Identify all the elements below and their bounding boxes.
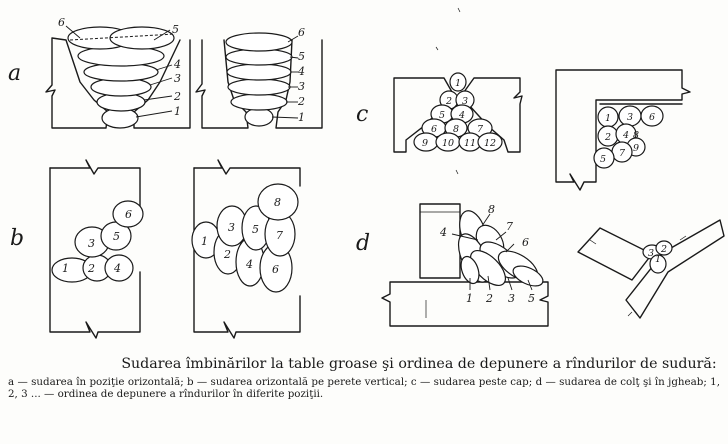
bead-number: 2 [87,262,95,275]
bead-number: 4 [297,65,305,78]
bead-number: 3 [627,112,633,123]
bead-number: 2 [660,244,667,255]
bead-number: 11 [464,138,476,149]
bead-number: 4 [245,258,253,271]
panel-b-right: 1 2 3 4 5 6 7 8 [191,159,301,339]
bead-number: 3 [298,80,305,93]
bead-number: 1 [455,78,461,89]
bead-number: 2 [445,96,452,107]
panel-c-right: 1 2 3 4 5 6 7 8 9 [555,69,691,191]
bead-number: 1 [655,254,661,265]
bead-number: 3 [174,72,181,85]
bead-number: 7 [506,220,513,233]
bead-number: 2 [223,248,231,261]
bead-number: 5 [252,223,259,236]
bead-number: 12 [484,138,496,149]
bead-number: 4 [113,262,121,275]
caption-legend: a — sudarea în poziţie orizontală; b — s… [8,376,720,400]
panel-label-a: a [8,61,21,86]
bead-number: 9 [633,143,639,154]
bead-number: 4 [622,130,629,141]
panel-a-left: 6 5 4 3 2 1 [45,16,191,129]
bead-number: 1 [62,262,69,275]
bead-number: 6 [431,124,437,135]
bead-number: 4 [439,226,447,239]
caption-title: Sudarea îmbinărilor la table groase şi o… [121,356,717,372]
bead-number: 7 [619,148,626,159]
figure-caption: Sudarea îmbinărilor la table groase şi o… [8,356,720,400]
bead-number: 2 [297,95,305,108]
bead-number: 2 [173,90,181,103]
bead-number: 6 [272,263,279,276]
panel-a-right: 6 5 4 3 2 1 [195,26,323,129]
bead-number: 3 [462,96,468,107]
panel-label-d: d [356,231,370,256]
bead-number: 3 [88,237,95,250]
bead-number: 1 [201,235,208,248]
panel-d-right: 1 2 3 [577,219,725,319]
bead-number: 4 [458,110,465,121]
bead-number: 3 [508,292,515,305]
panel-label-b: b [10,226,24,251]
bead-number: 5 [528,292,535,305]
bead-number: 5 [600,154,606,165]
bead-number: 3 [228,221,235,234]
bead-number: 2 [485,292,493,305]
bead-number: 4 [173,58,181,71]
bead-number: 7 [276,229,283,242]
bead-number: 3 [648,248,654,259]
bead-number: 6 [58,16,65,29]
bead-number: 1 [466,292,473,305]
bead-number: 5 [439,110,445,121]
bead-number: 8 [453,124,459,135]
bead-number: 5 [113,230,120,243]
bead-number: 6 [125,208,132,221]
bead-number: 1 [298,111,305,124]
panel-c-left: 1 2 3 4 5 6 7 8 9 10 11 12 [393,7,523,175]
bead-number: 8 [633,130,639,141]
bead-number: 9 [422,138,428,149]
bead-number: 5 [298,50,305,63]
bead-number: 1 [174,105,181,118]
panel-label-c: c [356,102,368,127]
bead-number: 8 [274,196,281,209]
bead-number: 6 [522,236,529,249]
bead-number: 6 [649,112,655,123]
bead-number: 8 [488,203,495,216]
bead-number: 2 [604,132,611,143]
bead-number: 1 [605,113,611,124]
panel-d-left: 1 2 3 4 5 6 7 8 [381,203,549,327]
bead-number: 10 [442,138,454,149]
bead-number: 6 [298,26,305,39]
bead-number: 5 [172,23,179,36]
bead-number: 7 [477,124,484,135]
panel-b-left: 1 2 3 4 5 6 [49,159,144,339]
